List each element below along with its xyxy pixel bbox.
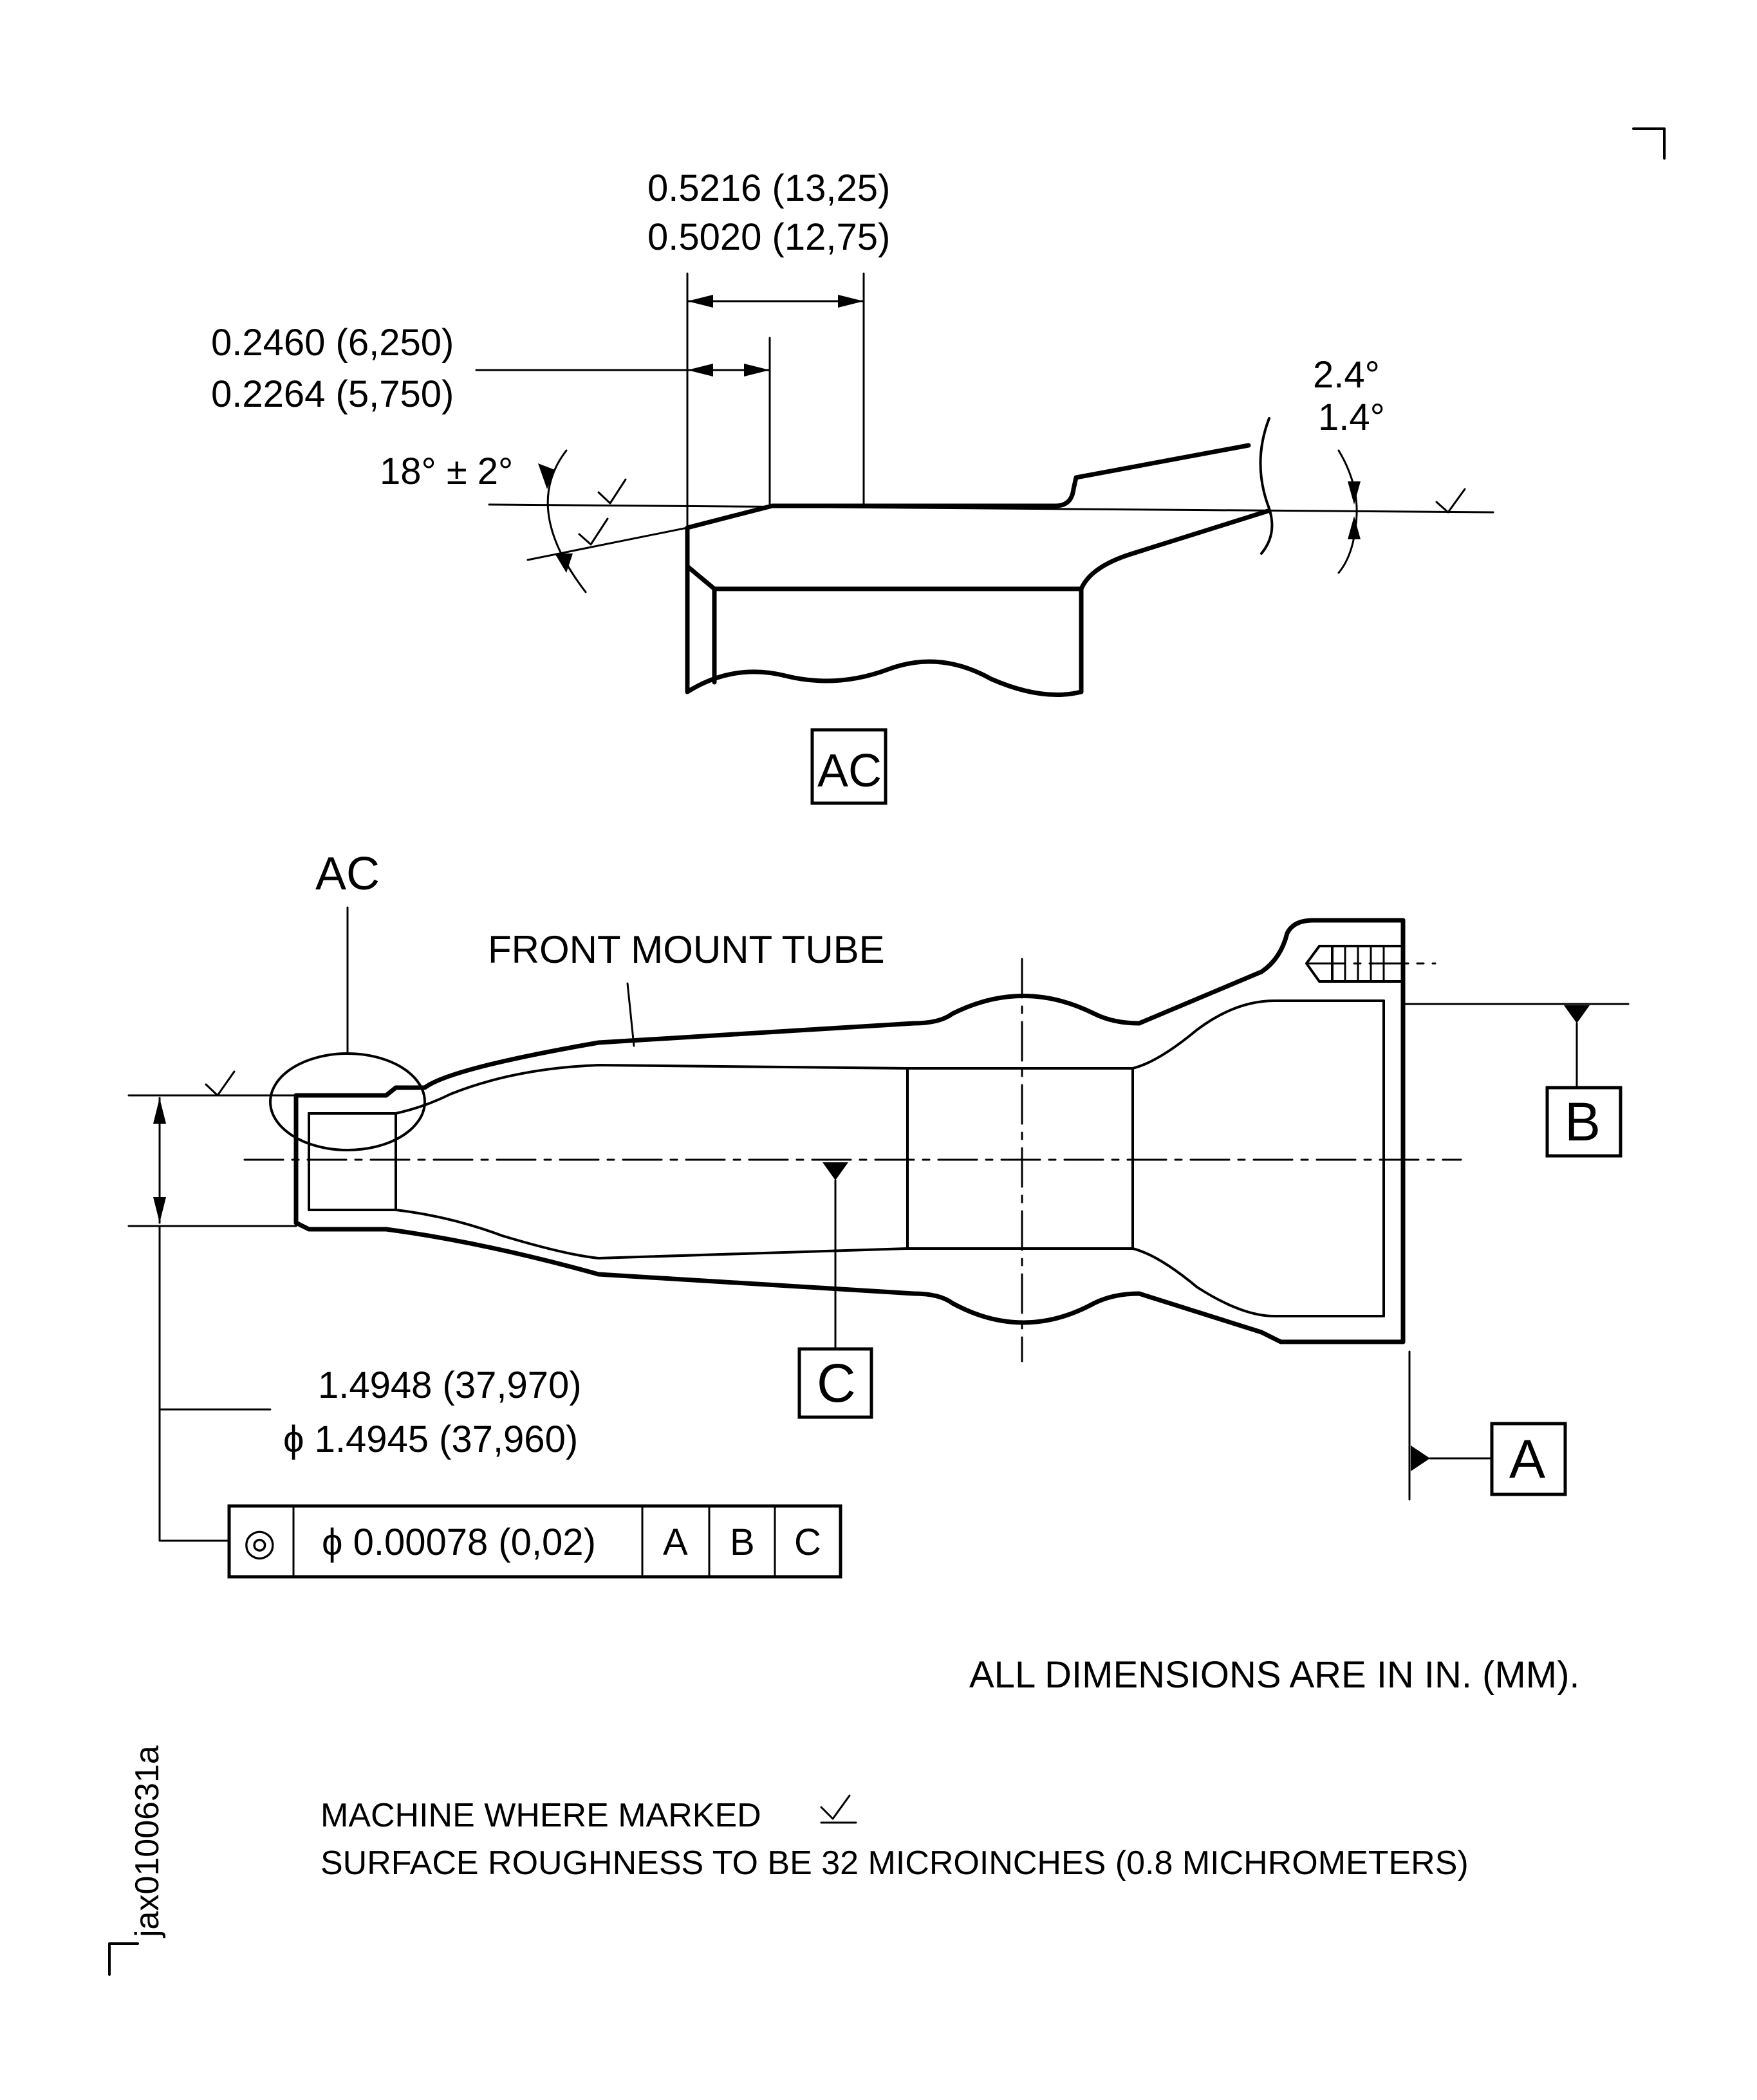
dim-offset-lower: 0.2264 (5,750) [211,373,454,415]
feature-control-frame: ◎ ϕ 0.00078 (0,02) A B C [227,1504,842,1579]
figure-id: jax0100631a [129,1745,166,1938]
arrowhead [687,295,713,308]
detail-top-surface [685,443,1251,530]
tube-inner-top [395,999,1385,1115]
datum-c-triangle [823,1162,848,1180]
datum-a-box [1490,1422,1567,1496]
machine-mark-icon [205,1070,236,1097]
machine-mark-icon [1435,488,1466,514]
fcf-outline [227,1504,842,1579]
datum-c-label: C [817,1353,856,1413]
roughness-note: SURFACE ROUGHNESS TO BE 32 MICROINCHES (… [321,1844,1469,1882]
datum-b-box [1545,1086,1622,1158]
flange-screw [1305,945,1404,983]
datum-b-label: B [1565,1092,1601,1152]
frame-corner-top-right [1632,127,1666,160]
dia-leader [158,1225,230,1542]
units-note: ALL DIMENSIONS ARE IN IN. (MM). [969,1654,1580,1696]
detail-ac-callout-ellipse [269,1052,426,1151]
detail-view-label-box [810,728,888,805]
detail-ac-callout-label: AC [315,848,380,900]
arrowhead [153,1197,166,1223]
arrowhead [838,295,864,308]
arrowhead [1348,481,1361,505]
datum-c-box [797,1347,873,1419]
arrowhead [687,364,713,376]
diameter-upper: 1.4948 (37,970) [318,1364,582,1406]
detail-view-label: AC [817,745,882,797]
dim-width-upper: 0.5216 (13,25) [647,167,890,209]
arrowhead [1348,516,1361,539]
diameter-lower: ϕ 1.4945 (37,960) [283,1418,578,1460]
machine-mark-icon [597,478,627,505]
fcf-divider [292,1505,776,1578]
chamfer-line [526,526,689,561]
detail-lower-taper [685,508,1270,591]
datum-a-triangle [1411,1445,1430,1471]
dim-width-lower: 0.5020 (12,75) [647,216,890,258]
arrowhead [744,364,770,376]
arrowhead [538,463,555,489]
machine-note: MACHINE WHERE MARKED [321,1797,761,1834]
fcf-datum-c: C [794,1521,821,1563]
frame-corner-bottom-left [108,1942,139,1976]
detail-break-line [685,659,1084,697]
part-label-leader [626,982,635,1047]
fcf-datum-a: A [663,1521,688,1563]
angle-taper-upper: 2.4° [1313,354,1380,396]
fcf-datum-b: B [730,1521,755,1563]
machine-mark-icon [578,517,609,546]
machine-mark-icon [820,1794,857,1824]
tube-outer-top [293,918,1406,1098]
detail-break-curve-right [1259,417,1274,555]
tube-outer-bottom [293,1220,1406,1344]
taper-angle-arc [1337,449,1358,574]
detail-ac-view: 0.5216 (13,25) 0.5020 (12,75) 0.2460 (6,… [211,167,1494,805]
arrowhead [153,1098,166,1124]
datum-b-triangle [1564,1005,1590,1023]
tube-nose-step [308,1112,397,1211]
angle-chamfer-label: 18° ± 2° [380,451,513,492]
fcf-tolerance: ϕ 0.00078 (0,02) [322,1521,596,1563]
datum-a-label: A [1509,1429,1545,1489]
fcf-concentricity-symbol: ◎ [243,1521,276,1563]
angle-taper-lower: 1.4° [1318,396,1385,438]
arrowhead [555,553,573,573]
main-view: AC FRONT MOUNT TUBE 1.4948 (37,970) ϕ 1.… [127,848,1630,1542]
part-label: FRONT MOUNT TUBE [488,928,885,971]
chamfer-angle-arc [546,449,587,593]
reference-line [488,503,1494,514]
dim-offset-upper: 0.2460 (6,250) [211,322,454,364]
tube-inner-bottom [395,1209,1385,1317]
